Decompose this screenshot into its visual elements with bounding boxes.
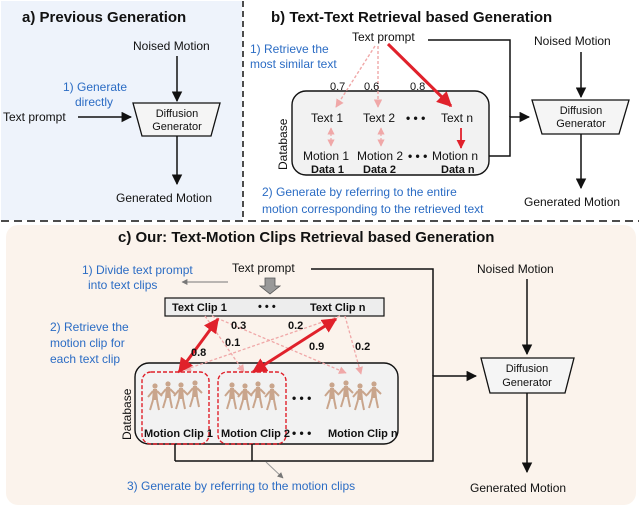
- panel-b-ellipsis-2: • • •: [408, 149, 427, 163]
- panel-b-title: b) Text-Text Retrieval based Generation: [271, 9, 552, 26]
- panel-b-motion-2: Motion 2: [357, 149, 403, 163]
- panel-c-score-d: 0.8: [191, 347, 206, 359]
- panel-b-text-2: Text 2: [363, 111, 395, 125]
- panel-c-generated-motion: Generated Motion: [470, 481, 566, 495]
- panel-c-step1-line2: into text clips: [88, 278, 157, 292]
- panel-c-arrow-1-to-1: [177, 317, 220, 374]
- motion-clip-n-label: Motion Clip n: [328, 428, 398, 440]
- panel-c-title: c) Our: Text-Motion Clips Retrieval base…: [118, 229, 494, 246]
- panel-c-prompt-route: [311, 268, 434, 376]
- panel-a-step1-line1: 1) Generate: [63, 80, 127, 94]
- panel-c-text-clip-1: Text Clip 1: [172, 302, 227, 314]
- motion-clip-1-box: [141, 371, 210, 445]
- panel-b-data-1: Data 1: [311, 164, 344, 176]
- panel-b-text-prompt: Text prompt: [352, 30, 415, 44]
- panel-c-score-a: 0.3: [231, 320, 246, 332]
- panel-c-database-label: Database: [120, 388, 134, 440]
- panel-c-motion-clip-n: Motion Clip n: [324, 379, 398, 440]
- panel-c-ellipsis-3: • • •: [292, 426, 311, 440]
- panel-c-ellipsis-2: • • •: [292, 391, 311, 405]
- panel-c-score-c: 0.1: [225, 337, 240, 349]
- panel-b-generated-motion: Generated Motion: [524, 195, 620, 209]
- panel-c-step2-line2: motion clip for: [50, 336, 125, 350]
- panel-c-diffusion-generator: [480, 357, 575, 394]
- panel-b-ellipsis-1: • • •: [406, 111, 425, 125]
- panel-c-score-b: 0.2: [288, 320, 303, 332]
- panel-c-step3-pointer: [265, 461, 284, 479]
- panel-c-score-f: 0.2: [355, 341, 370, 353]
- panel-b-generator-label-2: Generator: [556, 118, 606, 130]
- panel-c: c) Our: Text-Motion Clips Retrieval base…: [6, 225, 636, 505]
- panel-c-reference-arrow: [175, 370, 478, 462]
- panel-c-arrow-n-to-n: [344, 315, 363, 375]
- panel-b-step1-line1: 1) Retrieve the: [250, 42, 329, 56]
- panel-c-motion-clip-1: Motion Clip 1: [141, 371, 213, 445]
- panel-b-score-2: 0.6: [364, 81, 379, 93]
- panel-b-data-n: Data n: [441, 164, 475, 176]
- panel-b-text-n: Text n: [441, 111, 473, 125]
- panel-c-step1-line1: 1) Divide text prompt: [82, 263, 193, 277]
- panel-c-noised-motion: Noised Motion: [477, 262, 554, 276]
- panel-b-score-1: 0.7: [330, 81, 345, 93]
- panel-b-reference-arrow: [489, 111, 531, 157]
- panel-b-step2-line2: motion corresponding to the retrieved te…: [262, 202, 484, 216]
- panel-c-arrow-n-to-2: [251, 317, 338, 374]
- panel-c-text-clip-n: Text Clip n: [310, 302, 366, 314]
- panel-c-text-clips-bar: [164, 297, 385, 317]
- panel-c-generator-label-1: Diffusion: [506, 363, 549, 375]
- panel-b-database: [291, 90, 490, 176]
- panel-c-text-prompt: Text prompt: [232, 261, 295, 275]
- panel-c-split-arrow: [258, 277, 282, 295]
- motion-clip-2-label: Motion Clip 2: [221, 428, 290, 440]
- panel-b-retrieve-arrow-1: [335, 45, 376, 108]
- panel-a-generator-label-2: Generator: [152, 121, 202, 133]
- panel-b-step2-line1: 2) Generate by referring to the entire: [262, 185, 457, 199]
- panel-a-text-prompt: Text prompt: [3, 110, 66, 124]
- panel-b-diffusion-generator: [531, 99, 630, 135]
- panel-a-noised-motion: Noised Motion: [133, 39, 210, 53]
- panel-c-score-e: 0.9: [309, 341, 324, 353]
- panel-b: b) Text-Text Retrieval based Generation …: [250, 9, 630, 216]
- panel-b-retrieve-arrow-n: [386, 42, 453, 108]
- panel-a-diffusion-generator: [132, 102, 221, 137]
- panel-c-step2-line3: each text clip: [50, 352, 120, 366]
- panel-b-motion-n: Motion n: [432, 149, 478, 163]
- panel-c-ellipsis-1: • • •: [258, 301, 276, 313]
- motion-clip-1-label: Motion Clip 1: [144, 428, 213, 440]
- panel-c-step2-line1: 2) Retrieve the: [50, 320, 129, 334]
- panel-a-step1-line2: directly: [75, 95, 113, 109]
- panel-b-noised-motion: Noised Motion: [534, 34, 611, 48]
- panel-b-prompt-route: [428, 39, 511, 117]
- panel-a-generator-label-1: Diffusion: [156, 108, 199, 120]
- panel-c-generator-label-2: Generator: [502, 377, 552, 389]
- panel-a-generated-motion: Generated Motion: [116, 191, 212, 205]
- panel-c-step3: 3) Generate by referring to the motion c…: [127, 479, 355, 493]
- panel-b-score-n: 0.8: [410, 81, 425, 93]
- panel-b-database-label: Database: [276, 118, 290, 170]
- panel-b-data-2: Data 2: [363, 164, 396, 176]
- panel-a-title: a) Previous Generation: [22, 9, 186, 26]
- panel-b-motion-1: Motion 1: [303, 149, 349, 163]
- panel-a: a) Previous Generation Noised Motion 1) …: [1, 1, 242, 220]
- panel-b-step1-line2: most similar text: [250, 57, 337, 71]
- panel-b-generator-label-1: Diffusion: [560, 105, 603, 117]
- panel-b-text-1: Text 1: [311, 111, 343, 125]
